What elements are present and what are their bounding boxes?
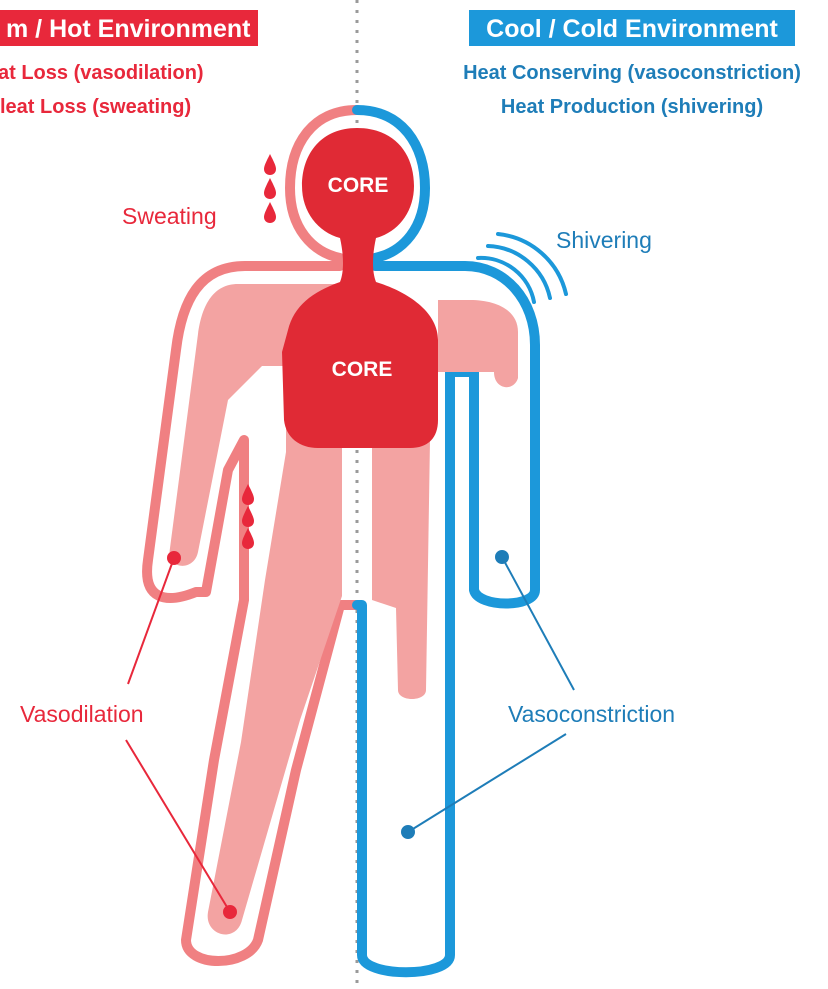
cold-header-text: Cool / Cold Environment [486, 15, 778, 43]
cold-subtitle-line2: Heat Production (shivering) [501, 96, 763, 118]
head-core-label: CORE [328, 174, 389, 197]
vasoconstriction-callouts [402, 551, 574, 838]
water-drop-icon [242, 484, 254, 549]
cold-subtitle-line1: Heat Conserving (vasoconstriction) [463, 62, 801, 84]
shivering-label: Shivering [556, 227, 652, 253]
sweating-label: Sweating [122, 203, 217, 229]
warm-header-text: m / Hot Environment [6, 15, 251, 43]
warm-subtitle-line2: leat Loss (sweating) [0, 96, 191, 118]
warm-subtitle-line1: at Loss (vasodilation) [0, 62, 204, 84]
water-drop-icon [264, 154, 276, 223]
torso-core-label: CORE [332, 358, 393, 381]
vasoconstriction-label: Vasoconstriction [508, 701, 675, 727]
vasodilation-label: Vasodilation [20, 701, 144, 727]
